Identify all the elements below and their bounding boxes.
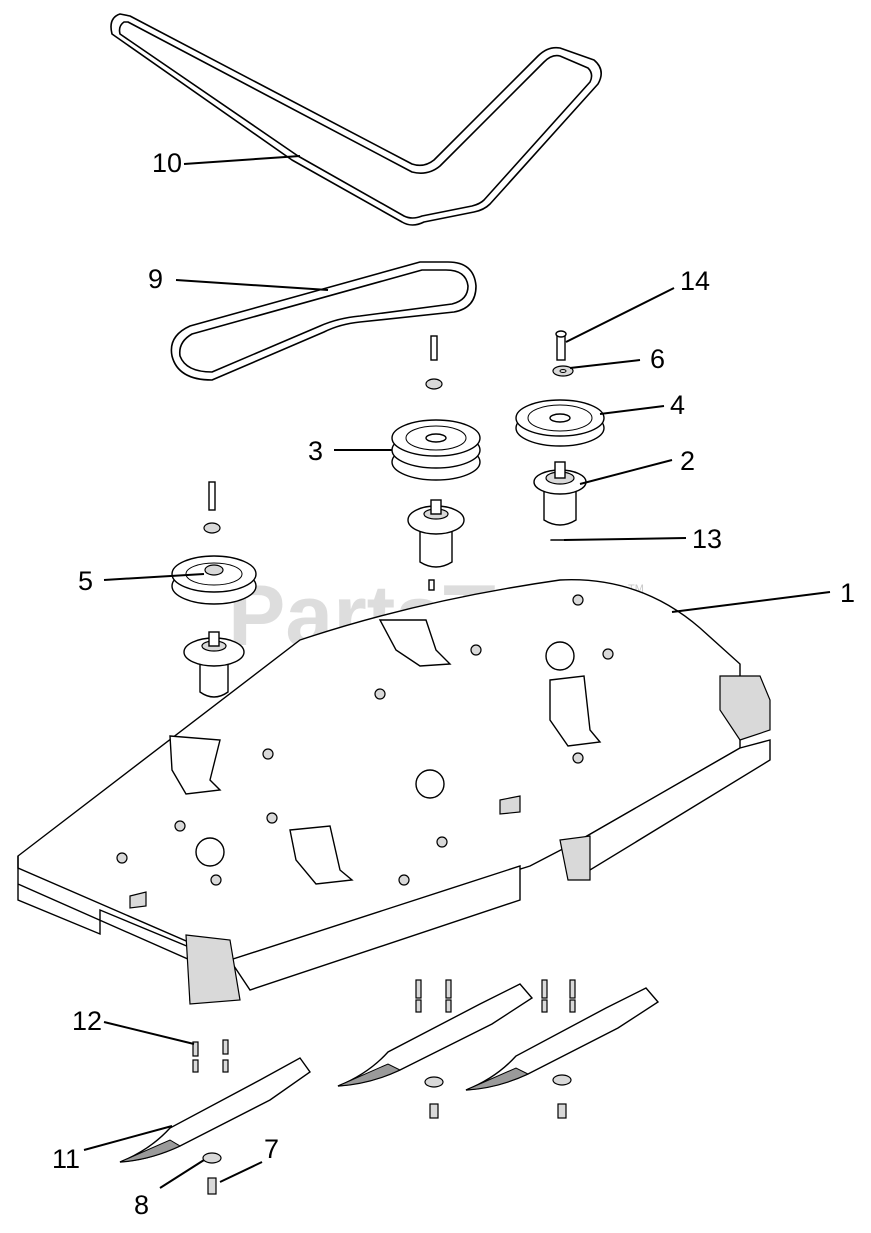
bolt-right-lower[interactable]: [557, 1103, 567, 1119]
center-bolt[interactable]: [425, 335, 443, 390]
callout-3: 3: [308, 436, 323, 466]
washer-8[interactable]: [202, 1152, 222, 1164]
washer-right[interactable]: [552, 1074, 572, 1086]
bolt-7[interactable]: [207, 1177, 217, 1195]
blade-11-left[interactable]: [119, 1057, 311, 1163]
blade-11-right[interactable]: [465, 987, 660, 1091]
bolt-12[interactable]: [192, 1039, 229, 1073]
left-spindle[interactable]: [183, 631, 245, 727]
callout-11: 11: [52, 1144, 80, 1174]
blade-11-center[interactable]: [337, 983, 534, 1087]
blade-bolts-center[interactable]: [415, 979, 452, 1013]
callout-7: 7: [264, 1134, 279, 1164]
leaders: [83, 155, 831, 1189]
pulley-3[interactable]: [391, 419, 481, 481]
belt-10[interactable]: [110, 13, 602, 226]
bolt-center-lower[interactable]: [429, 1103, 439, 1119]
callout-labels: 10 9 14 6 4 3 2 13 5 1 12 11 7 8: [52, 148, 855, 1220]
callout-12: 12: [72, 1006, 102, 1036]
callout-1: 1: [840, 578, 855, 608]
callout-2: 2: [680, 446, 695, 476]
blade-bolts-right[interactable]: [541, 979, 576, 1013]
deck-1[interactable]: [17, 579, 771, 1005]
washer-center[interactable]: [424, 1076, 444, 1088]
callout-6: 6: [650, 344, 665, 374]
belt-9[interactable]: [170, 261, 477, 381]
callout-14: 14: [680, 266, 710, 296]
left-bolt[interactable]: [203, 481, 221, 534]
center-spindle[interactable]: [407, 499, 465, 591]
callout-10: 10: [152, 148, 182, 178]
callout-5: 5: [78, 566, 93, 596]
callout-9: 9: [148, 264, 163, 294]
callout-4: 4: [670, 390, 685, 420]
spindle-2[interactable]: [533, 461, 587, 526]
callout-13: 13: [692, 524, 722, 554]
washer-6[interactable]: [552, 365, 574, 377]
pulley-5[interactable]: [171, 555, 257, 605]
bolt-14[interactable]: [555, 330, 567, 361]
callout-8: 8: [134, 1190, 149, 1220]
pulley-4[interactable]: [515, 399, 605, 447]
